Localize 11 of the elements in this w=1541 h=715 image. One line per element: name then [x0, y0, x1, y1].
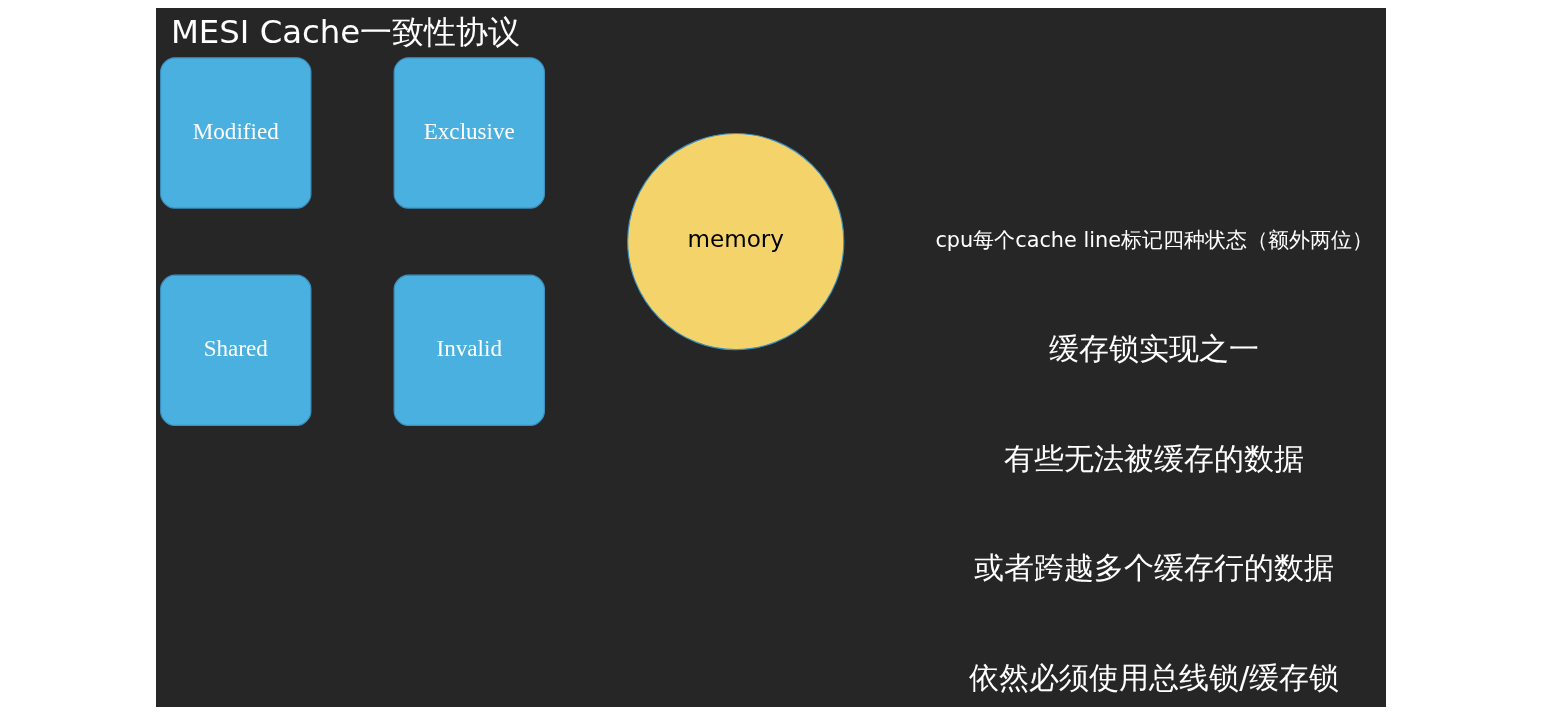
node-circle: memory — [626, 132, 844, 351]
label: 依然必须使用总线锁/缓存锁 — [968, 660, 1339, 696]
node-box: Modified — [159, 57, 311, 209]
label: 缓存锁实现之一 — [1048, 330, 1259, 366]
node-box: Invalid — [393, 274, 545, 426]
label: 或者跨越多个缓存行的数据 — [973, 550, 1334, 586]
node-box: Exclusive — [393, 57, 545, 209]
diagram-title: MESI Cache一致性协议 — [170, 13, 520, 52]
label: 有些无法被缓存的数据 — [1003, 440, 1304, 476]
node-box: Shared — [159, 274, 311, 426]
label: cpu每个cache line标记四种状态（额外两位） — [934, 227, 1373, 252]
